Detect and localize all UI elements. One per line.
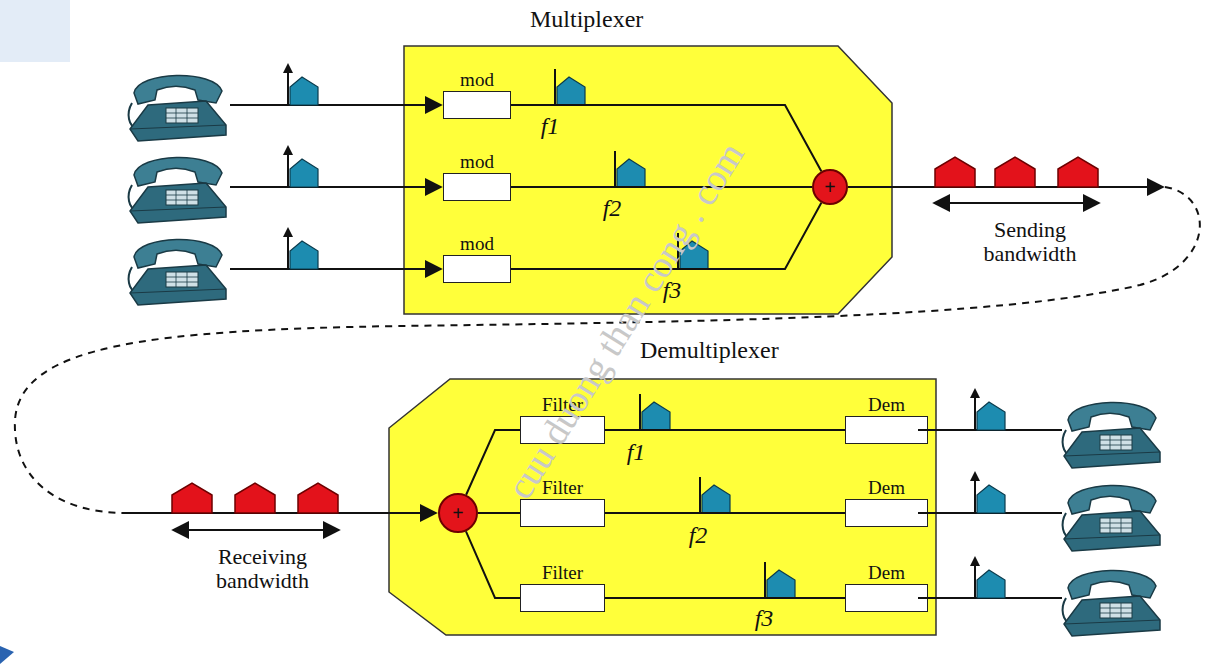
- signal-line: [605, 429, 845, 431]
- telephone-icon: [1063, 570, 1160, 636]
- process-box: mod: [443, 69, 511, 119]
- process-box: mod: [443, 233, 511, 283]
- baseband-spectrum: [970, 471, 1005, 513]
- corner-decoration: [0, 0, 70, 62]
- signal-line: [605, 512, 845, 514]
- composite-spectrum: [935, 157, 975, 187]
- bandwidth-label: Sending bandwidth: [950, 218, 1110, 266]
- baseband-spectrum: [970, 556, 1005, 598]
- box-label: mod: [443, 233, 511, 255]
- baseband-spectrum: [970, 388, 1005, 430]
- function-box: [520, 584, 605, 612]
- baseband-spectrum: [283, 145, 318, 187]
- adder-sign: +: [452, 503, 463, 523]
- frequency-label: f1: [541, 114, 560, 138]
- adder-sign: +: [824, 177, 835, 197]
- box-label: Dem: [845, 394, 928, 416]
- shifted-spectrum: [640, 394, 670, 430]
- signal-line: [478, 512, 520, 514]
- process-box: Dem: [845, 477, 928, 527]
- function-box: [443, 173, 511, 201]
- box-label: Dem: [845, 562, 928, 584]
- function-box: [845, 416, 928, 444]
- bandwidth-bracket: [934, 202, 1099, 204]
- adder-circle: +: [438, 493, 478, 533]
- bandwidth-label: Receiving bandwidth: [180, 545, 345, 593]
- composite-spectrum: [235, 483, 275, 513]
- shifted-spectrum: [615, 151, 645, 187]
- signal-line: [511, 105, 821, 171]
- process-box: Dem: [845, 394, 928, 444]
- composite-spectrum: [1058, 157, 1098, 187]
- telephone-icon: [1063, 402, 1160, 468]
- box-label: mod: [443, 151, 511, 173]
- telephone-icon: [129, 75, 226, 141]
- signal-line: [466, 531, 520, 598]
- shifted-spectrum: [555, 69, 585, 105]
- frequency-label: f2: [689, 523, 708, 547]
- function-box: [443, 255, 511, 283]
- frequency-label: f1: [627, 440, 646, 464]
- adder-circle: +: [812, 169, 848, 205]
- block-title: Demultiplexer: [640, 336, 779, 364]
- shifted-spectrum: [765, 562, 795, 598]
- bandwidth-bracket: [173, 529, 339, 531]
- telephone-icon: [1063, 485, 1160, 551]
- signal-line: [230, 104, 441, 106]
- function-box: [443, 91, 511, 119]
- signal-line: [230, 186, 441, 188]
- shifted-spectrum: [700, 477, 730, 513]
- box-label: mod: [443, 69, 511, 91]
- signal-line: [230, 268, 441, 270]
- signal-line: [605, 597, 845, 599]
- process-box: mod: [443, 151, 511, 201]
- function-box: [845, 499, 928, 527]
- box-label: Dem: [845, 477, 928, 499]
- composite-spectrum: [298, 483, 338, 513]
- telephone-icon: [129, 239, 226, 305]
- baseband-spectrum: [283, 63, 318, 105]
- composite-spectrum: [995, 157, 1035, 187]
- process-box: Filter: [520, 562, 605, 612]
- box-label: Filter: [520, 562, 605, 584]
- telephone-icon: [129, 157, 226, 223]
- frequency-label: f3: [755, 606, 774, 630]
- frequency-label: f2: [603, 196, 622, 220]
- signal-line: [511, 186, 812, 188]
- process-box: Dem: [845, 562, 928, 612]
- composite-spectrum: [172, 483, 212, 513]
- panel-shape: [389, 379, 936, 635]
- block-title: Multiplexer: [530, 5, 643, 33]
- corner-decoration: [0, 646, 14, 664]
- baseband-spectrum: [283, 227, 318, 269]
- function-box: [845, 584, 928, 612]
